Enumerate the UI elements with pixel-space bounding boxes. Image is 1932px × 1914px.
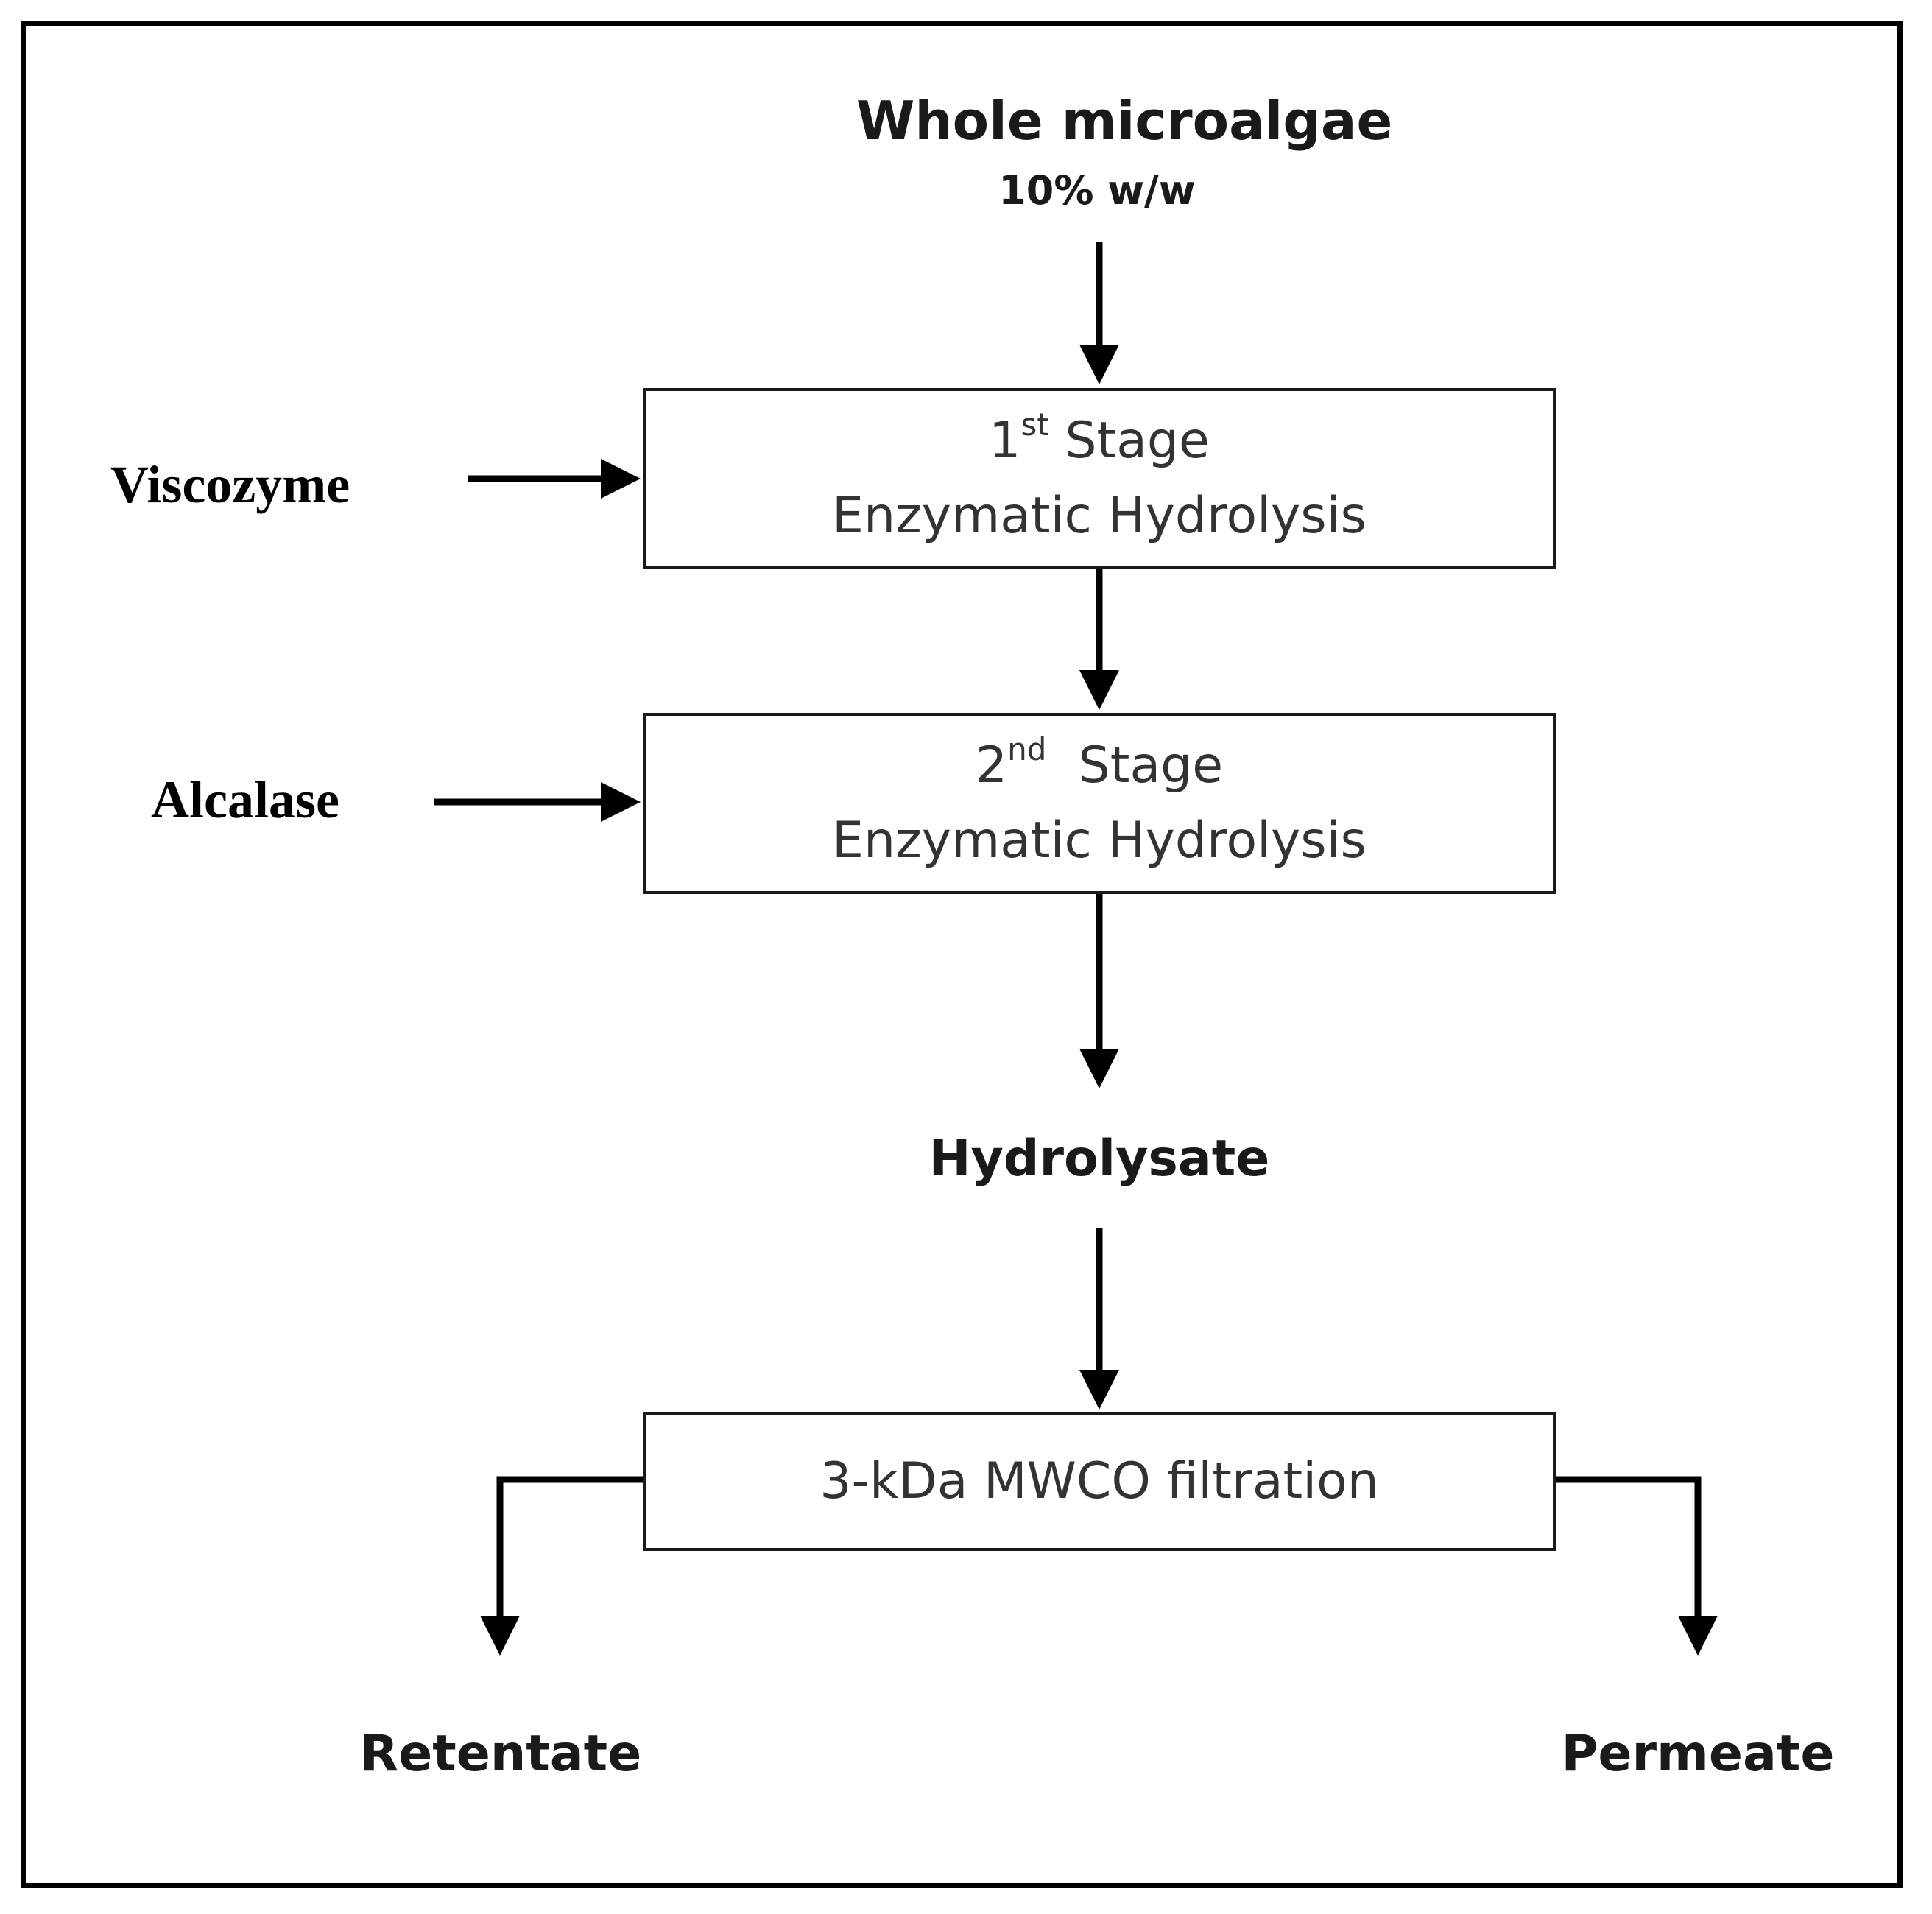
stage2-number: 2 (975, 736, 1008, 795)
stage1-stage-word: Stage (1065, 412, 1210, 470)
stage1-heading: 1st Stage (989, 404, 1210, 479)
arrow-filtration-to-permeate (1555, 1476, 1718, 1656)
diagram-frame (21, 21, 1903, 1888)
filtration-label: 3-kDa MWCO filtration (819, 1452, 1379, 1510)
stage2-stage-word: Stage (1078, 736, 1224, 795)
hydrolysate-label: Hydrolysate (928, 1130, 1270, 1188)
stage2-suffix: nd (1007, 731, 1047, 767)
enzyme-viscozyme-label: Viscozyme (110, 455, 350, 514)
stage1-box: 1st Stage Enzymatic Hydrolysis (643, 388, 1556, 569)
stage2-process: Enzymatic Hydrolysis (832, 812, 1367, 870)
stage1-number: 1 (989, 412, 1021, 470)
stage2-box: 2nd Stage Enzymatic Hydrolysis (643, 713, 1556, 894)
input-subtitle: 10% w/w (998, 167, 1196, 214)
filtration-box: 3-kDa MWCO filtration (643, 1412, 1556, 1551)
input-title: Whole microalgae (856, 90, 1393, 152)
stage1-suffix: st (1020, 407, 1049, 443)
enzyme-alcalase-label: Alcalase (151, 770, 339, 829)
output-permeate-label: Permeate (1561, 1725, 1835, 1783)
arrow-filtration-to-retentate (480, 1476, 643, 1656)
stage1-process: Enzymatic Hydrolysis (832, 487, 1367, 545)
output-retentate-label: Retentate (359, 1725, 642, 1783)
stage2-heading: 2nd Stage (976, 728, 1223, 803)
